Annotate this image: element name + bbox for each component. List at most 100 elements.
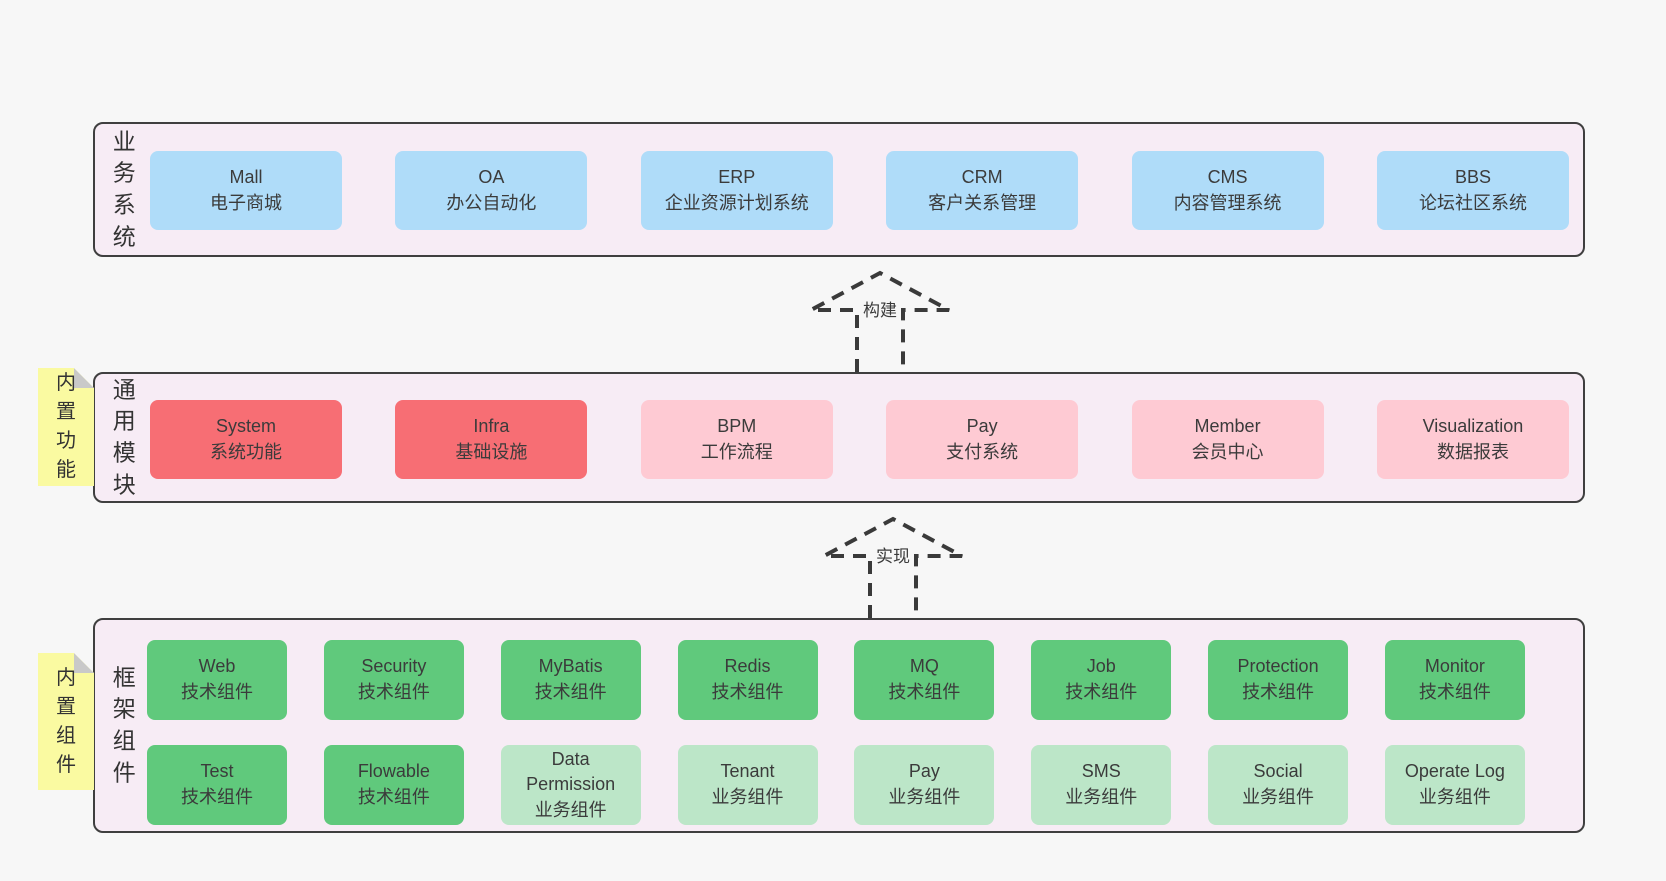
box-title: SMS bbox=[1081, 761, 1121, 782]
box-pay-module: Pay 支付系统 bbox=[886, 400, 1079, 479]
box-mybatis: MyBatis 技术组件 bbox=[500, 640, 641, 720]
box-visualization: Visualization 数据报表 bbox=[1376, 400, 1569, 479]
box-subtitle: 办公自动化 bbox=[446, 192, 537, 213]
box-system: System 系统功能 bbox=[150, 400, 342, 479]
box-subtitle: 系统功能 bbox=[210, 441, 282, 462]
box-subtitle: 技术组件 bbox=[711, 682, 784, 702]
box-security: Security 技术组件 bbox=[323, 640, 464, 720]
box-title: Job bbox=[1086, 656, 1116, 677]
box-subtitle: 电子商城 bbox=[210, 192, 282, 213]
box-subtitle: 技术组件 bbox=[357, 682, 430, 702]
connector-build: 构建 bbox=[805, 270, 955, 372]
box-mq: MQ 技术组件 bbox=[854, 640, 995, 720]
box-title: Visualization bbox=[1422, 415, 1524, 436]
box-title: BBS bbox=[1454, 166, 1491, 187]
box-subtitle: 技术组件 bbox=[888, 682, 961, 702]
components-box-row-1: Web 技术组件 Security 技术组件 MyBatis 技术组件 Redi… bbox=[147, 640, 1525, 720]
box-subtitle: 业务组件 bbox=[1242, 787, 1315, 807]
box-title: Pay bbox=[966, 415, 998, 436]
box-title: ERP bbox=[718, 166, 756, 187]
box-subtitle: 业务组件 bbox=[711, 787, 784, 807]
box-title: Tenant bbox=[720, 761, 775, 782]
box-web: Web 技术组件 bbox=[147, 640, 287, 720]
box-operate-log: Operate Log 业务组件 bbox=[1384, 745, 1525, 825]
box-subtitle: 论坛社区系统 bbox=[1418, 192, 1527, 213]
panel-common-modules: 通用模块 System 系统功能 Infra 基础设施 BPM 工作流程 Pay… bbox=[93, 372, 1585, 503]
box-title: Data Permission bbox=[526, 748, 616, 795]
connector-implement-label: 实现 bbox=[873, 542, 913, 567]
box-subtitle: 企业资源计划系统 bbox=[664, 192, 809, 213]
box-monitor: Monitor 技术组件 bbox=[1384, 640, 1525, 720]
connector-build-label: 构建 bbox=[860, 296, 900, 321]
box-title: Infra bbox=[473, 415, 510, 436]
box-title: MyBatis bbox=[538, 656, 603, 677]
box-subtitle: 技术组件 bbox=[534, 682, 607, 702]
box-data-permission: Data Permission 业务组件 bbox=[500, 745, 641, 825]
box-title: BPM bbox=[717, 415, 757, 436]
box-title: Redis bbox=[724, 656, 771, 677]
box-subtitle: 技术组件 bbox=[1418, 682, 1491, 702]
sticky-note-label: 内置组件 bbox=[56, 666, 76, 776]
sticky-note-built-in-components: 内置组件 bbox=[38, 653, 94, 790]
box-pay-component: Pay 业务组件 bbox=[854, 745, 995, 825]
dashed-up-arrow-icon bbox=[810, 270, 950, 372]
box-subtitle: 技术组件 bbox=[1242, 682, 1315, 702]
box-subtitle: 技术组件 bbox=[1065, 682, 1138, 702]
box-tenant: Tenant 业务组件 bbox=[677, 745, 818, 825]
box-job: Job 技术组件 bbox=[1031, 640, 1172, 720]
box-title: Test bbox=[200, 761, 234, 782]
connector-implement: 实现 bbox=[818, 516, 968, 618]
box-title: MQ bbox=[909, 656, 939, 677]
sticky-note-built-in-features: 内置功能 bbox=[38, 368, 94, 486]
box-subtitle: 基础设施 bbox=[455, 441, 528, 462]
box-title: CRM bbox=[961, 166, 1003, 187]
box-title: Monitor bbox=[1424, 656, 1485, 677]
modules-box-row: System 系统功能 Infra 基础设施 BPM 工作流程 Pay 支付系统… bbox=[150, 400, 1569, 479]
box-flowable: Flowable 技术组件 bbox=[323, 745, 464, 825]
box-title: System bbox=[215, 415, 276, 436]
box-infra: Infra 基础设施 bbox=[395, 400, 588, 479]
box-subtitle: 技术组件 bbox=[181, 787, 253, 807]
box-protection: Protection 技术组件 bbox=[1208, 640, 1349, 720]
dashed-up-arrow-icon bbox=[823, 516, 963, 618]
box-title: Protection bbox=[1237, 656, 1319, 677]
box-subtitle: 内容管理系统 bbox=[1173, 192, 1282, 213]
box-title: Operate Log bbox=[1404, 761, 1505, 782]
box-subtitle: 工作流程 bbox=[700, 441, 773, 462]
box-title: Security bbox=[361, 656, 427, 677]
box-subtitle: 业务组件 bbox=[1418, 787, 1491, 807]
components-box-row-2: Test 技术组件 Flowable 技术组件 Data Permission … bbox=[147, 745, 1525, 825]
box-title: OA bbox=[478, 166, 505, 187]
box-title: Web bbox=[198, 656, 236, 677]
box-title: Pay bbox=[908, 761, 940, 782]
box-subtitle: 会员中心 bbox=[1191, 441, 1264, 462]
box-redis: Redis 技术组件 bbox=[677, 640, 818, 720]
box-subtitle: 支付系统 bbox=[946, 441, 1019, 462]
panel-framework-components: 框架组件 Web 技术组件 Security 技术组件 MyBatis 技术组件… bbox=[93, 618, 1585, 833]
box-subtitle: 业务组件 bbox=[888, 787, 961, 807]
box-sms: SMS 业务组件 bbox=[1031, 745, 1172, 825]
box-title: Flowable bbox=[357, 761, 430, 782]
box-subtitle: 业务组件 bbox=[1065, 787, 1138, 807]
box-bbs: BBS 论坛社区系统 bbox=[1376, 151, 1569, 230]
box-title: Social bbox=[1253, 761, 1303, 782]
box-mall: Mall 电子商城 bbox=[150, 151, 342, 230]
box-title: Mall bbox=[229, 166, 263, 187]
box-cms: CMS 内容管理系统 bbox=[1131, 151, 1324, 230]
box-social: Social 业务组件 bbox=[1208, 745, 1349, 825]
panel-business-systems: 业务系统 Mall 电子商城 OA 办公自动化 ERP 企业资源计划系统 CRM… bbox=[93, 122, 1585, 257]
box-subtitle: 业务组件 bbox=[534, 799, 607, 820]
panel-label-business-systems: 业务系统 bbox=[112, 128, 136, 250]
panel-label-framework-components: 框架组件 bbox=[112, 664, 136, 786]
box-member: Member 会员中心 bbox=[1131, 400, 1324, 479]
box-subtitle: 技术组件 bbox=[357, 787, 430, 807]
box-subtitle: 技术组件 bbox=[181, 682, 253, 702]
sticky-note-label: 内置功能 bbox=[56, 372, 76, 481]
business-box-row: Mall 电子商城 OA 办公自动化 ERP 企业资源计划系统 CRM 客户关系… bbox=[150, 151, 1569, 230]
box-title: CMS bbox=[1207, 166, 1248, 187]
box-subtitle: 数据报表 bbox=[1436, 441, 1509, 462]
box-crm: CRM 客户关系管理 bbox=[886, 151, 1079, 230]
box-title: Member bbox=[1194, 415, 1261, 436]
box-bpm: BPM 工作流程 bbox=[640, 400, 833, 479]
